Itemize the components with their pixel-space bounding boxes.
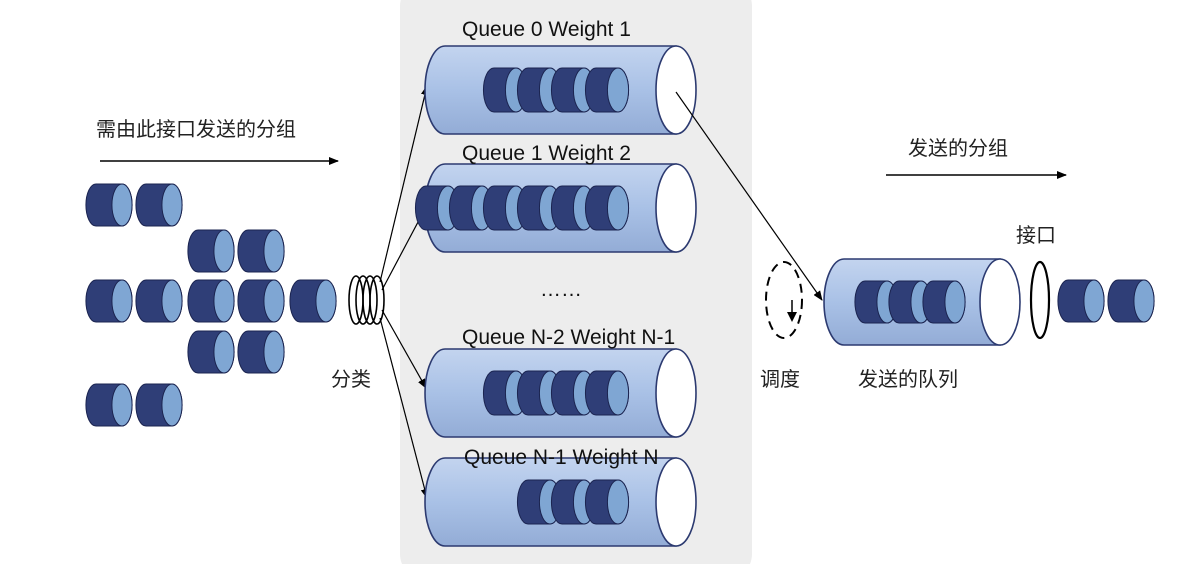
interface-label: 接口: [1016, 223, 1056, 247]
incoming-packets: [85, 183, 337, 427]
output-packets: [1057, 279, 1155, 323]
packet: [237, 229, 285, 273]
schedule-arrow: [675, 91, 823, 301]
incoming-packets-label: 需由此接口发送的分组: [96, 117, 296, 141]
queue-tube-2: [424, 348, 697, 438]
packet: [1057, 279, 1105, 323]
packet: [187, 279, 235, 323]
packet: [85, 279, 133, 323]
classify-label: 分类: [331, 367, 371, 391]
queue-ellipsis: ……: [540, 278, 582, 301]
packet: [584, 67, 630, 113]
packet: [237, 279, 285, 323]
interface-ring: [1029, 260, 1051, 340]
send-queue-label: 发送的队列: [858, 367, 958, 391]
queue-label-2: Queue N-2 Weight N-1: [462, 326, 675, 349]
sent-packets-label: 发送的分组: [908, 136, 1008, 160]
packet: [187, 229, 235, 273]
packet: [1107, 279, 1155, 323]
packet: [135, 383, 183, 427]
packet: [85, 183, 133, 227]
packet: [237, 330, 285, 374]
packet: [922, 280, 966, 324]
queue-tube-1: [414, 163, 697, 253]
queue-tube-3: [424, 457, 697, 547]
queue-label-0: Queue 0 Weight 1: [462, 18, 631, 41]
send-queue: [823, 258, 1021, 346]
packet: [584, 370, 630, 416]
queue-label-3: Queue N-1 Weight N: [464, 446, 659, 469]
packet: [584, 185, 630, 231]
queue-label-1: Queue 1 Weight 2: [462, 142, 631, 165]
packet: [584, 479, 630, 525]
packet: [135, 279, 183, 323]
queue-tube-0: [424, 45, 697, 135]
packet: [135, 183, 183, 227]
packet: [85, 383, 133, 427]
classifier-coil: [348, 275, 385, 325]
packet: [289, 279, 337, 323]
packet: [187, 330, 235, 374]
send-queue-tube: [823, 258, 1021, 346]
packet: [550, 185, 596, 231]
schedule-label: 调度: [760, 367, 800, 391]
scheduler-icon: [765, 261, 803, 339]
